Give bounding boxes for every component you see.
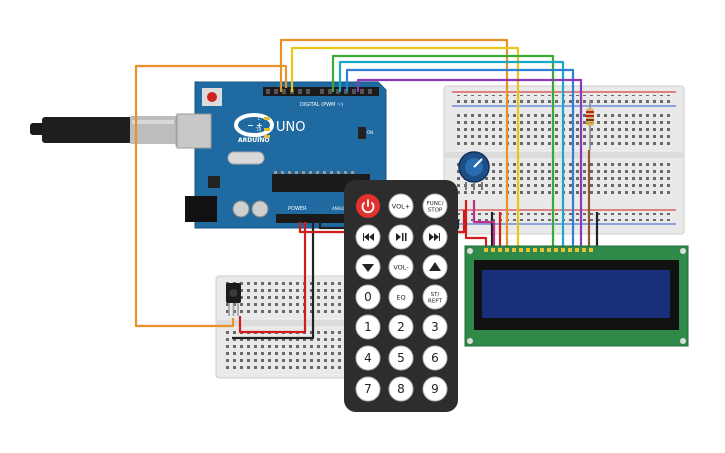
down-icon [362,264,374,272]
wire-green [331,54,555,248]
remote-button-down[interactable] [355,254,381,280]
remote-button-play-pause[interactable] [388,224,414,250]
remote-button-func-stop[interactable]: FUNC/STOP [422,193,448,219]
reset-button[interactable] [207,92,217,102]
remote-button-power[interactable] [356,194,380,218]
tx-led [264,128,270,131]
remote-button-six[interactable]: 6 [422,345,448,371]
ir-remote: VOL+ FUNC/STOP VOL- 0 EQ ST/REPT 1 2 3 4 5 6 7 8 9 [344,180,458,412]
regulator-chip [208,176,220,188]
uno-model-text: UNO [276,120,305,135]
remote-button-zero[interactable]: 0 [355,284,381,310]
wire-cyan [338,60,565,248]
remote-button-up[interactable] [422,254,448,280]
wire-orange-top [279,38,509,248]
remote-button-label: 9 [431,382,439,396]
remote-button-label: FUNC/ [427,201,444,207]
wire-orange-ir [134,64,288,328]
remote-button-label: 5 [397,351,405,365]
svg-text:+: + [256,121,263,130]
remote-button-four[interactable]: 4 [355,345,381,371]
arduino-logo-text: ARDUINO [238,137,269,144]
wire-magenta [472,200,496,248]
wire-black-gnd [232,222,315,340]
prev-icon [363,233,374,241]
remote-button-eight[interactable]: 8 [388,376,414,402]
small-breadboard [215,275,367,379]
remote-button-label: 1 [364,320,372,334]
resistor [586,100,594,150]
wire-purple [356,78,583,248]
power-header [276,214,372,223]
tx-label: TX [255,127,261,132]
wire-pot-red [464,200,488,248]
capacitor-2 [251,200,269,218]
up-icon [429,262,441,271]
remote-button-label: STOP [428,208,443,214]
remote-button-label: 3 [431,320,439,334]
rx-led [264,135,270,138]
wire-yellow [290,46,520,248]
remote-button-label: VOL+ [392,202,411,210]
power-jack [185,196,217,222]
remote-button-vol-up[interactable]: VOL+ [388,193,414,219]
remote-button-nine[interactable]: 9 [422,376,448,402]
remote-button-label: 7 [364,382,372,396]
remote-button-three[interactable]: 3 [422,314,448,340]
capacitor-1 [232,200,250,218]
wire-red-5v [238,222,307,334]
crystal [227,151,265,165]
rx-label: RX [256,134,262,139]
remote-button-two[interactable]: 2 [388,314,414,340]
remote-button-label: ST/ [431,292,440,298]
lcd-screen [482,270,670,318]
remote-button-one[interactable]: 1 [355,314,381,340]
remote-button-label: 4 [364,351,372,365]
remote-button-label: REPT [428,299,443,305]
svg-text:−: − [247,121,254,130]
l-label: L [258,116,261,121]
icsp-header [358,127,366,139]
wires [134,38,599,340]
remote-button-label: 2 [397,320,405,334]
remote-button-label: VOL- [393,263,409,271]
remote-button-eq[interactable]: EQ [388,284,414,310]
on-label: ON [367,130,373,135]
remote-button-label: 6 [431,351,439,365]
remote-button-next[interactable] [422,224,448,250]
potentiometer[interactable] [458,151,490,190]
playpause-icon [396,233,407,241]
remote-button-label: 0 [364,290,372,304]
analog-label: ANALOG IN [332,206,354,211]
remote-button-prev[interactable] [355,224,381,250]
usb-port [176,113,212,149]
remote-button-label: 8 [397,382,405,396]
l-led [264,117,270,120]
wire-blue [345,68,575,248]
lcd-display [464,245,689,347]
digital-label: DIGITAL (PWM ~) [300,102,343,108]
remote-button-st-rept[interactable]: ST/REPT [422,284,448,310]
remote-button-five[interactable]: 5 [388,345,414,371]
power-icon [361,199,375,214]
remote-button-vol-down[interactable]: VOL- [388,254,414,280]
ir-receiver [226,283,241,316]
remote-button-seven[interactable]: 7 [355,376,381,402]
power-label: POWER [288,206,307,212]
remote-button-label: EQ [396,293,405,301]
next-icon [429,233,440,241]
